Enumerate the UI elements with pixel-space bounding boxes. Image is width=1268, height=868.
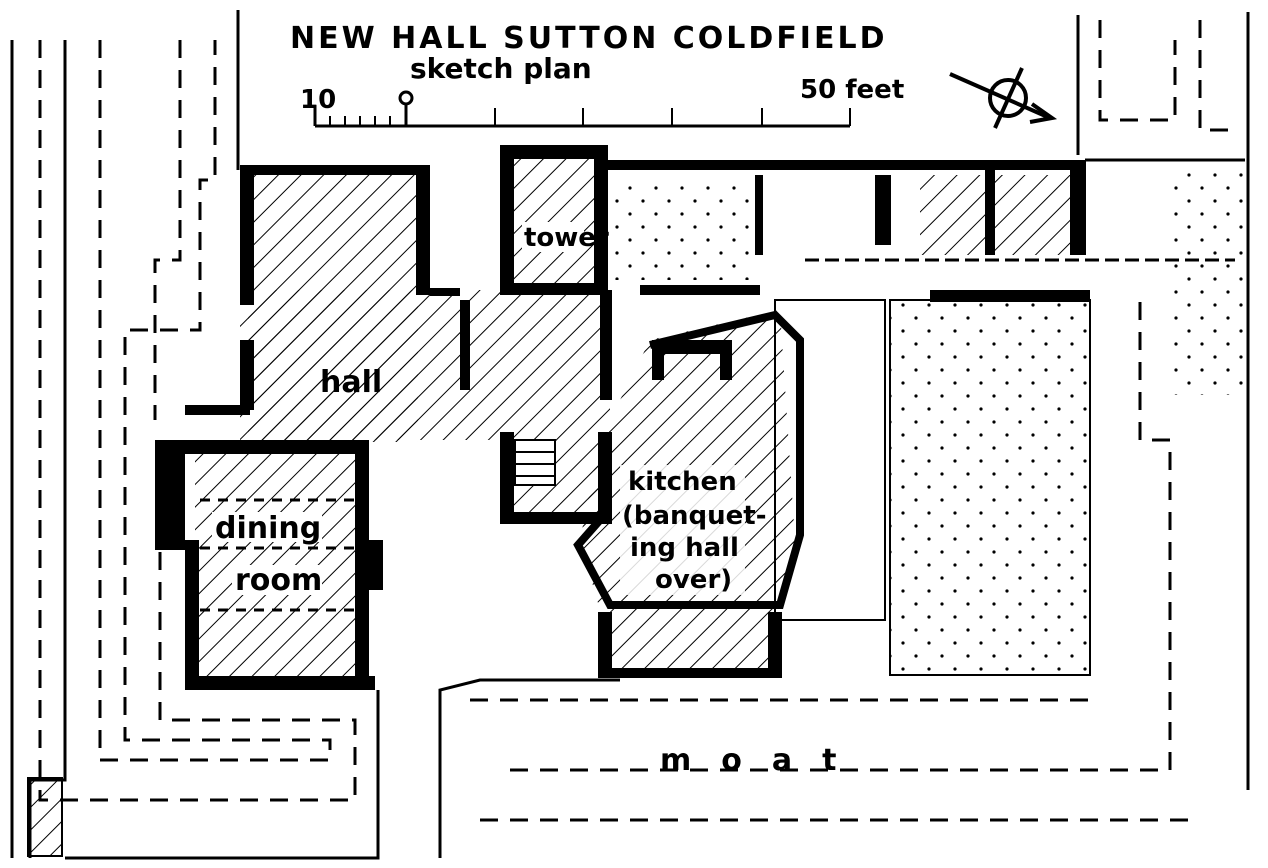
scale-label-right: 50 feet [800, 75, 904, 105]
outer-court [1170, 165, 1245, 395]
moat-outline [10, 10, 1250, 860]
tower-label: tower [524, 223, 609, 253]
hall-label: hall [320, 365, 382, 400]
east-range [600, 158, 1245, 302]
courtyard [889, 299, 1091, 676]
kitchen-room: kitchen (banquet- ing hall over) [573, 310, 804, 678]
dining-room: dining room [155, 440, 383, 690]
moat-label: moat [660, 743, 866, 778]
scale-bar: 10 50 feet [300, 75, 904, 128]
tower-room: tower [500, 145, 609, 295]
dining-label-line2: room [235, 563, 322, 598]
plan-subtitle: sketch plan [410, 52, 592, 85]
compass-icon [949, 67, 1058, 129]
kitchen-label-line3: ing hall [630, 533, 739, 563]
kitchen-label-line4: over) [655, 565, 732, 595]
plan-title: NEW HALL SUTTON COLDFIELD [290, 21, 887, 56]
kitchen-label-line1: kitchen [628, 467, 737, 497]
kitchen-label-line2: (banquet- [622, 501, 767, 531]
dining-label-line1: dining [215, 511, 321, 546]
scale-label-left: 10 [300, 85, 336, 115]
forecourt [605, 180, 750, 280]
hall-room: hall [185, 165, 612, 442]
